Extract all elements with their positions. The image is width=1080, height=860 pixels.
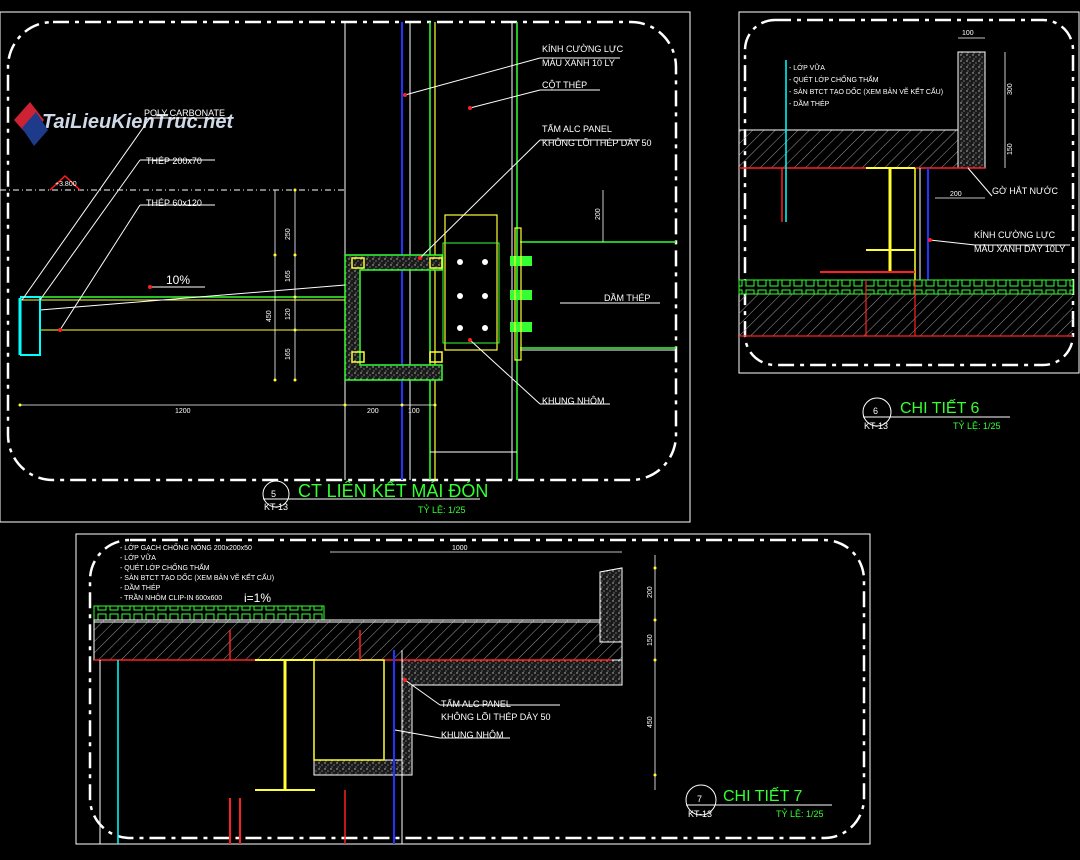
d7-dim-450: 450: [647, 716, 654, 728]
dim-120: 120: [285, 308, 292, 320]
d7-layer-3: - QUÉT LỚP CHỐNG THẤM: [120, 562, 210, 572]
detail-5-title: 5 KT-13 CT LIÊN KẾT MÁI ĐÓN TỶ LỆ: 1/25: [262, 480, 488, 515]
label-alc-panel: TẤM ALC PANEL: [542, 124, 612, 134]
d6-dim-200: 200: [950, 191, 962, 198]
d7-layer-6: - TRẦN NHÔM CLIP-IN 600x600: [120, 592, 222, 602]
d7-dim-150: 150: [647, 634, 654, 646]
detail-7: 1000 200 150 450 - LỚP GẠCH CHỐNG NÓNG 2…: [75, 533, 871, 845]
dim-200-vertical: 200: [595, 208, 602, 220]
label-poly-carbonate: POLY CARBONATE: [144, 108, 225, 118]
detail-5-scale: TỶ LỆ: 1/25: [418, 504, 466, 515]
detail-6-number: 6: [873, 406, 878, 416]
d7-layer-4: - SÀN BTCT TẠO DỐC (XEM BẢN VẼ KẾT CẤU): [120, 572, 274, 582]
detail-6-title: 6 KT-13 CHI TIẾT 6 TỶ LỆ: 1/25: [862, 397, 1010, 431]
detail-7-number: 7: [697, 794, 702, 804]
d6-layer-3: - SÀN BTCT TẠO DỐC (XEM BẢN VẼ KẾT CẤU): [789, 86, 943, 96]
d6-layer-1: - LỚP VỮA: [789, 63, 825, 72]
d6-label-mau-xanh: MÀU XANH DÀY 10LY: [974, 244, 1065, 254]
detail-7-ref: KT-13: [688, 809, 712, 819]
detail-5-ref: KT-13: [264, 502, 288, 512]
d7-layer-5: - DẦM THÉP: [120, 582, 161, 592]
d6-layer-2: - QUÉT LỚP CHỐNG THẤM: [789, 74, 879, 84]
label-thep-200x70: THÉP 200x70: [146, 156, 202, 166]
d7-label-khong-loi-thep: KHÔNG LÕI THÉP DÀY 50: [441, 712, 551, 722]
d6-layer-4: - DẦM THÉP: [789, 98, 830, 108]
label-khung-nhom: KHUNG NHÔM: [542, 396, 605, 406]
watermark-logo: [14, 102, 48, 146]
d7-layer-1: - LỚP GẠCH CHỐNG NÓNG 200x200x50: [120, 542, 252, 552]
dim-165-top: 165: [285, 270, 292, 282]
label-slope-10: 10%: [166, 273, 190, 287]
detail-6-title-text: CHI TIẾT 6: [900, 398, 980, 417]
dim-100: 100: [408, 408, 420, 415]
dim-1200: 1200: [175, 408, 191, 415]
dim-250: 250: [285, 228, 292, 240]
label-kinh-cuong-luc: KÍNH CƯỜNG LỰC: [542, 44, 624, 54]
detail-6: 100 300 150 200 - LỚP VỮA - QUÉT LỚP CHỐ…: [738, 11, 1080, 431]
level-label: +3.800: [55, 181, 77, 188]
d7-dim-200: 200: [647, 586, 654, 598]
d6-dim-300: 300: [1007, 83, 1014, 95]
d6-label-kinh-cuong-luc: KÍNH CƯỜNG LỰC: [974, 230, 1056, 240]
d6-dim-150: 150: [1007, 143, 1014, 155]
detail-5: TaiLieuKienTruc.net: [0, 11, 691, 523]
label-thep-60x120: THÉP 60x120: [146, 198, 202, 208]
label-cot-thep: CỘT THÉP: [542, 80, 587, 90]
d6-label-go-hat-nuoc: GỜ HẮT NƯỚC: [992, 186, 1058, 196]
dim-200-horizontal: 200: [367, 408, 379, 415]
watermark-text: TaiLieuKienTruc.net: [42, 111, 234, 133]
dim-450: 450: [266, 310, 273, 322]
detail-5-title-text: CT LIÊN KẾT MÁI ĐÓN: [298, 480, 488, 501]
d7-layer-2: - LỚP VỮA: [120, 553, 156, 562]
detail-6-viewport: [743, 18, 1075, 367]
label-dam-thep: DẦM THÉP: [604, 293, 650, 303]
d7-slope: i=1%: [244, 591, 271, 605]
detail-7-title-text: CHI TIẾT 7: [723, 786, 803, 805]
detail-6-frame: [738, 11, 1080, 374]
detail-7-title: 7 KT-13 CHI TIẾT 7 TỶ LỆ: 1/25: [685, 784, 832, 819]
label-khong-loi-thep: KHÔNG LÕI THÉP DÀY 50: [542, 138, 652, 148]
detail-7-scale: TỶ LỆ: 1/25: [776, 808, 824, 819]
dim-165-bottom: 165: [285, 348, 292, 360]
detail-7-viewport: [88, 538, 866, 840]
d7-dim-1000: 1000: [452, 545, 468, 552]
d6-dim-100: 100: [962, 30, 974, 37]
detail-5-viewport: [6, 20, 678, 482]
d7-label-alc-panel: TẤM ALC PANEL: [441, 699, 511, 709]
detail-6-scale: TỶ LỆ: 1/25: [953, 420, 1001, 431]
detail-5-frame: [0, 11, 691, 523]
detail-7-frame: [75, 533, 871, 845]
label-mau-xanh-10ly: MÀU XANH 10 LY: [542, 58, 615, 68]
detail-6-ref: KT-13: [864, 421, 888, 431]
detail-5-number: 5: [271, 489, 276, 499]
d7-label-khung-nhom: KHUNG NHÔM: [441, 730, 504, 740]
